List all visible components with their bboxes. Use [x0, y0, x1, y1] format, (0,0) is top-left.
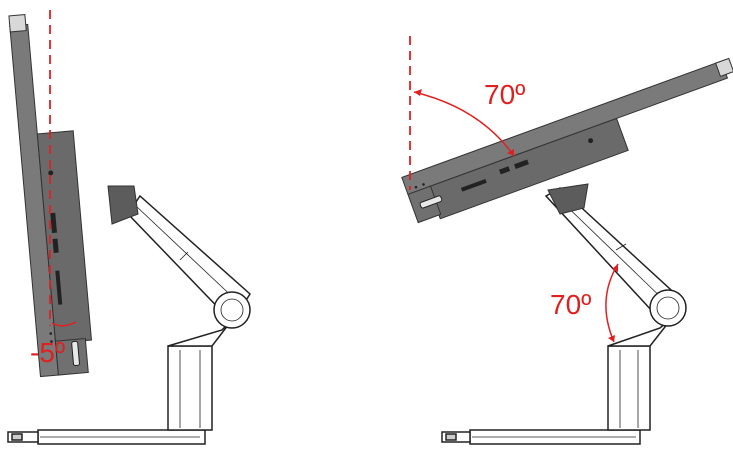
left-card-slot [71, 340, 80, 366]
left-angle-arc [51, 321, 77, 327]
right-arm-angle-label: 70º [550, 289, 591, 320]
right-panel: 70º 70º [401, 36, 733, 445]
right-monitor [401, 57, 733, 224]
right-card-slot [419, 195, 443, 209]
left-tilt-angle-label: -5º [30, 337, 65, 368]
right-stand-base [441, 429, 641, 445]
left-stand-base [7, 429, 206, 445]
right-port-slot-3 [514, 159, 529, 169]
left-stand-arm [127, 194, 251, 329]
left-button-dot [48, 170, 54, 176]
right-stand-column [607, 317, 673, 431]
left-port-slot-2 [52, 238, 59, 253]
right-button-dot [588, 138, 594, 144]
right-stand-arm [544, 187, 687, 327]
right-stand-neck [547, 183, 589, 215]
right-arm-angle-arc [605, 263, 619, 343]
left-stand-column [167, 315, 236, 431]
left-monitor [8, 14, 93, 378]
right-top-angle-arc [413, 91, 515, 157]
left-panel: -5º [7, 10, 251, 445]
right-port-slot-1 [460, 178, 487, 192]
left-port-slot-1 [50, 212, 57, 234]
left-port-slot-3 [55, 270, 63, 305]
left-stand-neck [107, 185, 139, 225]
right-port-slot-2 [499, 166, 511, 175]
right-top-angle-label: 70º [484, 79, 525, 110]
